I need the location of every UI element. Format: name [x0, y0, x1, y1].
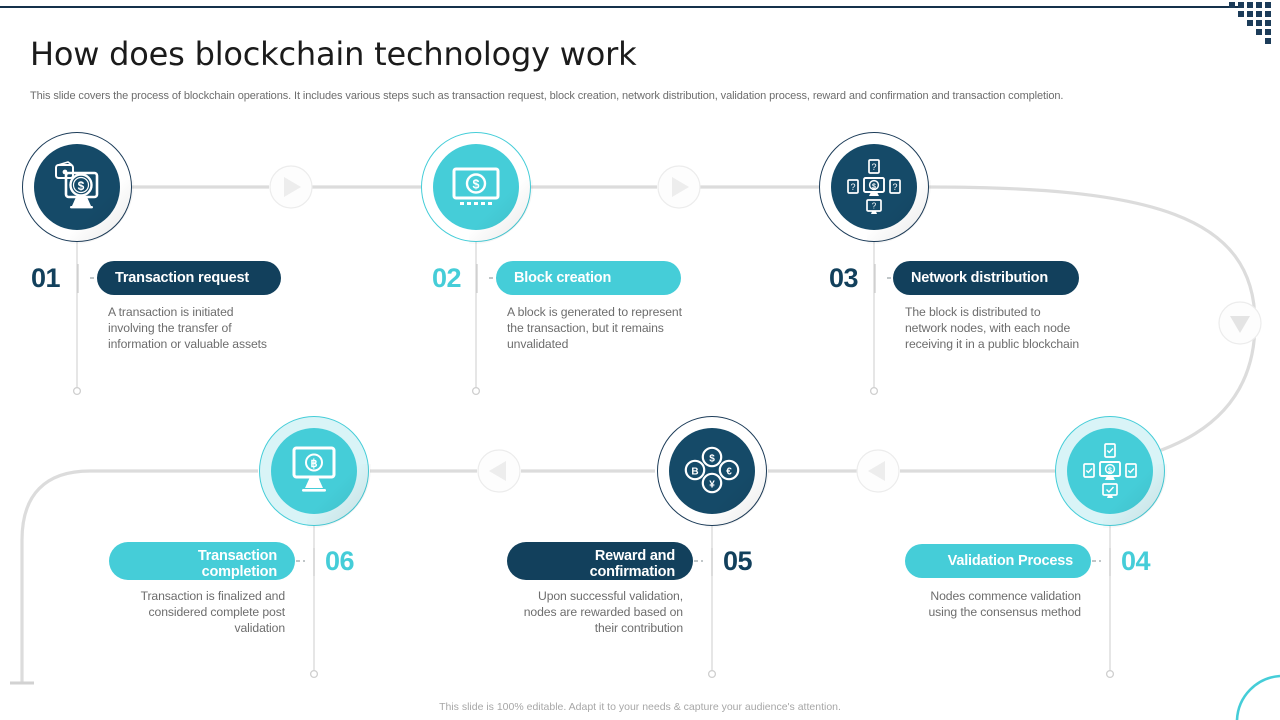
step-description-06: Transaction is finalized and considered … [140, 589, 286, 635]
svg-text:$: $ [709, 454, 715, 465]
svg-text:?: ? [850, 182, 855, 192]
step-description-04: Nodes commence validation using the cons… [928, 589, 1081, 619]
step-label-text: Block creation [514, 270, 612, 286]
step-label-line-2: confirmation [589, 564, 676, 580]
step-number-06: 06 [325, 546, 355, 576]
svg-text:¥: ¥ [709, 480, 715, 491]
step-label-01[interactable]: Transaction request [97, 261, 281, 295]
step-description-05: Upon successful validation, nodes are re… [523, 589, 683, 635]
wallet-monitor-dollar-icon: $ [34, 144, 120, 230]
step-description-03: The block is distributed to network node… [905, 305, 1079, 351]
step-node-05[interactable]: $ B € ¥ [657, 416, 769, 528]
step-label-line-2: completion [201, 564, 278, 580]
svg-text:$: $ [1108, 468, 1112, 475]
monitor-dollar-icon: $ [433, 144, 519, 230]
step-number-01: 01 [31, 263, 61, 293]
top-rule [0, 6, 1240, 8]
dot-grid-cell [1265, 2, 1271, 8]
step-number-02: 02 [432, 263, 462, 293]
svg-text:$: $ [78, 179, 85, 193]
dot-grid-pattern [1229, 2, 1277, 48]
step-label-03[interactable]: Network distribution [893, 261, 1079, 295]
node-ring [22, 132, 132, 242]
step-node-04[interactable]: $ [1055, 416, 1167, 528]
dot-grid-cell [1229, 2, 1235, 8]
svg-text:?: ? [871, 162, 876, 172]
dot-grid-cell [1256, 20, 1262, 26]
page-title: How does blockchain technology work [30, 35, 637, 73]
step-number-04: 04 [1121, 546, 1151, 576]
svg-text:฿: ฿ [311, 458, 318, 470]
dot-grid-cell [1265, 29, 1271, 35]
step-label-06[interactable]: Transaction completion [109, 542, 295, 580]
dot-grid-cell [1238, 2, 1244, 8]
node-ring [819, 132, 929, 242]
step-label-05[interactable]: Reward and confirmation [507, 542, 693, 580]
step-number-03: 03 [829, 263, 859, 293]
dot-grid-cell [1238, 11, 1244, 17]
svg-text:?: ? [892, 182, 897, 192]
slide-footer-note: This slide is 100% editable. Adapt it to… [439, 701, 841, 713]
svg-text:€: € [726, 467, 732, 478]
currency-coins-cluster-icon: $ B € ¥ [669, 428, 755, 514]
step-label-text: Validation Process [947, 553, 1074, 569]
step-node-06[interactable]: ฿ [259, 416, 371, 528]
svg-text:?: ? [872, 202, 877, 211]
dot-grid-cell [1265, 11, 1271, 17]
node-ring [421, 132, 531, 242]
network-nodes-check-icon: $ [1067, 428, 1153, 514]
step-node-02[interactable]: $ [421, 132, 533, 244]
dot-grid-cell [1256, 29, 1262, 35]
step-description-02: A block is generated to represent the tr… [507, 305, 682, 351]
dot-grid-cell [1265, 20, 1271, 26]
dot-grid-cell [1247, 20, 1253, 26]
step-label-line-1: Transaction [197, 548, 277, 564]
step-label-04[interactable]: Validation Process [905, 544, 1091, 578]
node-ring [657, 416, 767, 526]
step-label-text: Transaction request [115, 270, 249, 286]
dot-grid-cell [1256, 2, 1262, 8]
step-label-text: Network distribution [911, 270, 1048, 286]
dot-grid-cell [1247, 2, 1253, 8]
dot-grid-cell [1265, 38, 1271, 44]
step-node-01[interactable]: $ [22, 132, 134, 244]
svg-text:$: $ [473, 178, 480, 192]
dot-grid-cell [1256, 11, 1262, 17]
dot-grid-cell [1247, 11, 1253, 17]
svg-text:$: $ [872, 184, 876, 191]
svg-text:B: B [691, 467, 698, 478]
step-label-02[interactable]: Block creation [496, 261, 681, 295]
page-subtitle: This slide covers the process of blockch… [30, 90, 1064, 102]
step-description-01: A transaction is initiated involving the… [108, 305, 267, 351]
step-node-03[interactable]: ? ? ? $ ? [819, 132, 931, 244]
step-number-05: 05 [723, 546, 753, 576]
network-nodes-question-icon: ? ? ? $ ? [831, 144, 917, 230]
monitor-bitcoin-icon: ฿ [271, 428, 357, 514]
step-label-line-1: Reward and [594, 548, 675, 564]
